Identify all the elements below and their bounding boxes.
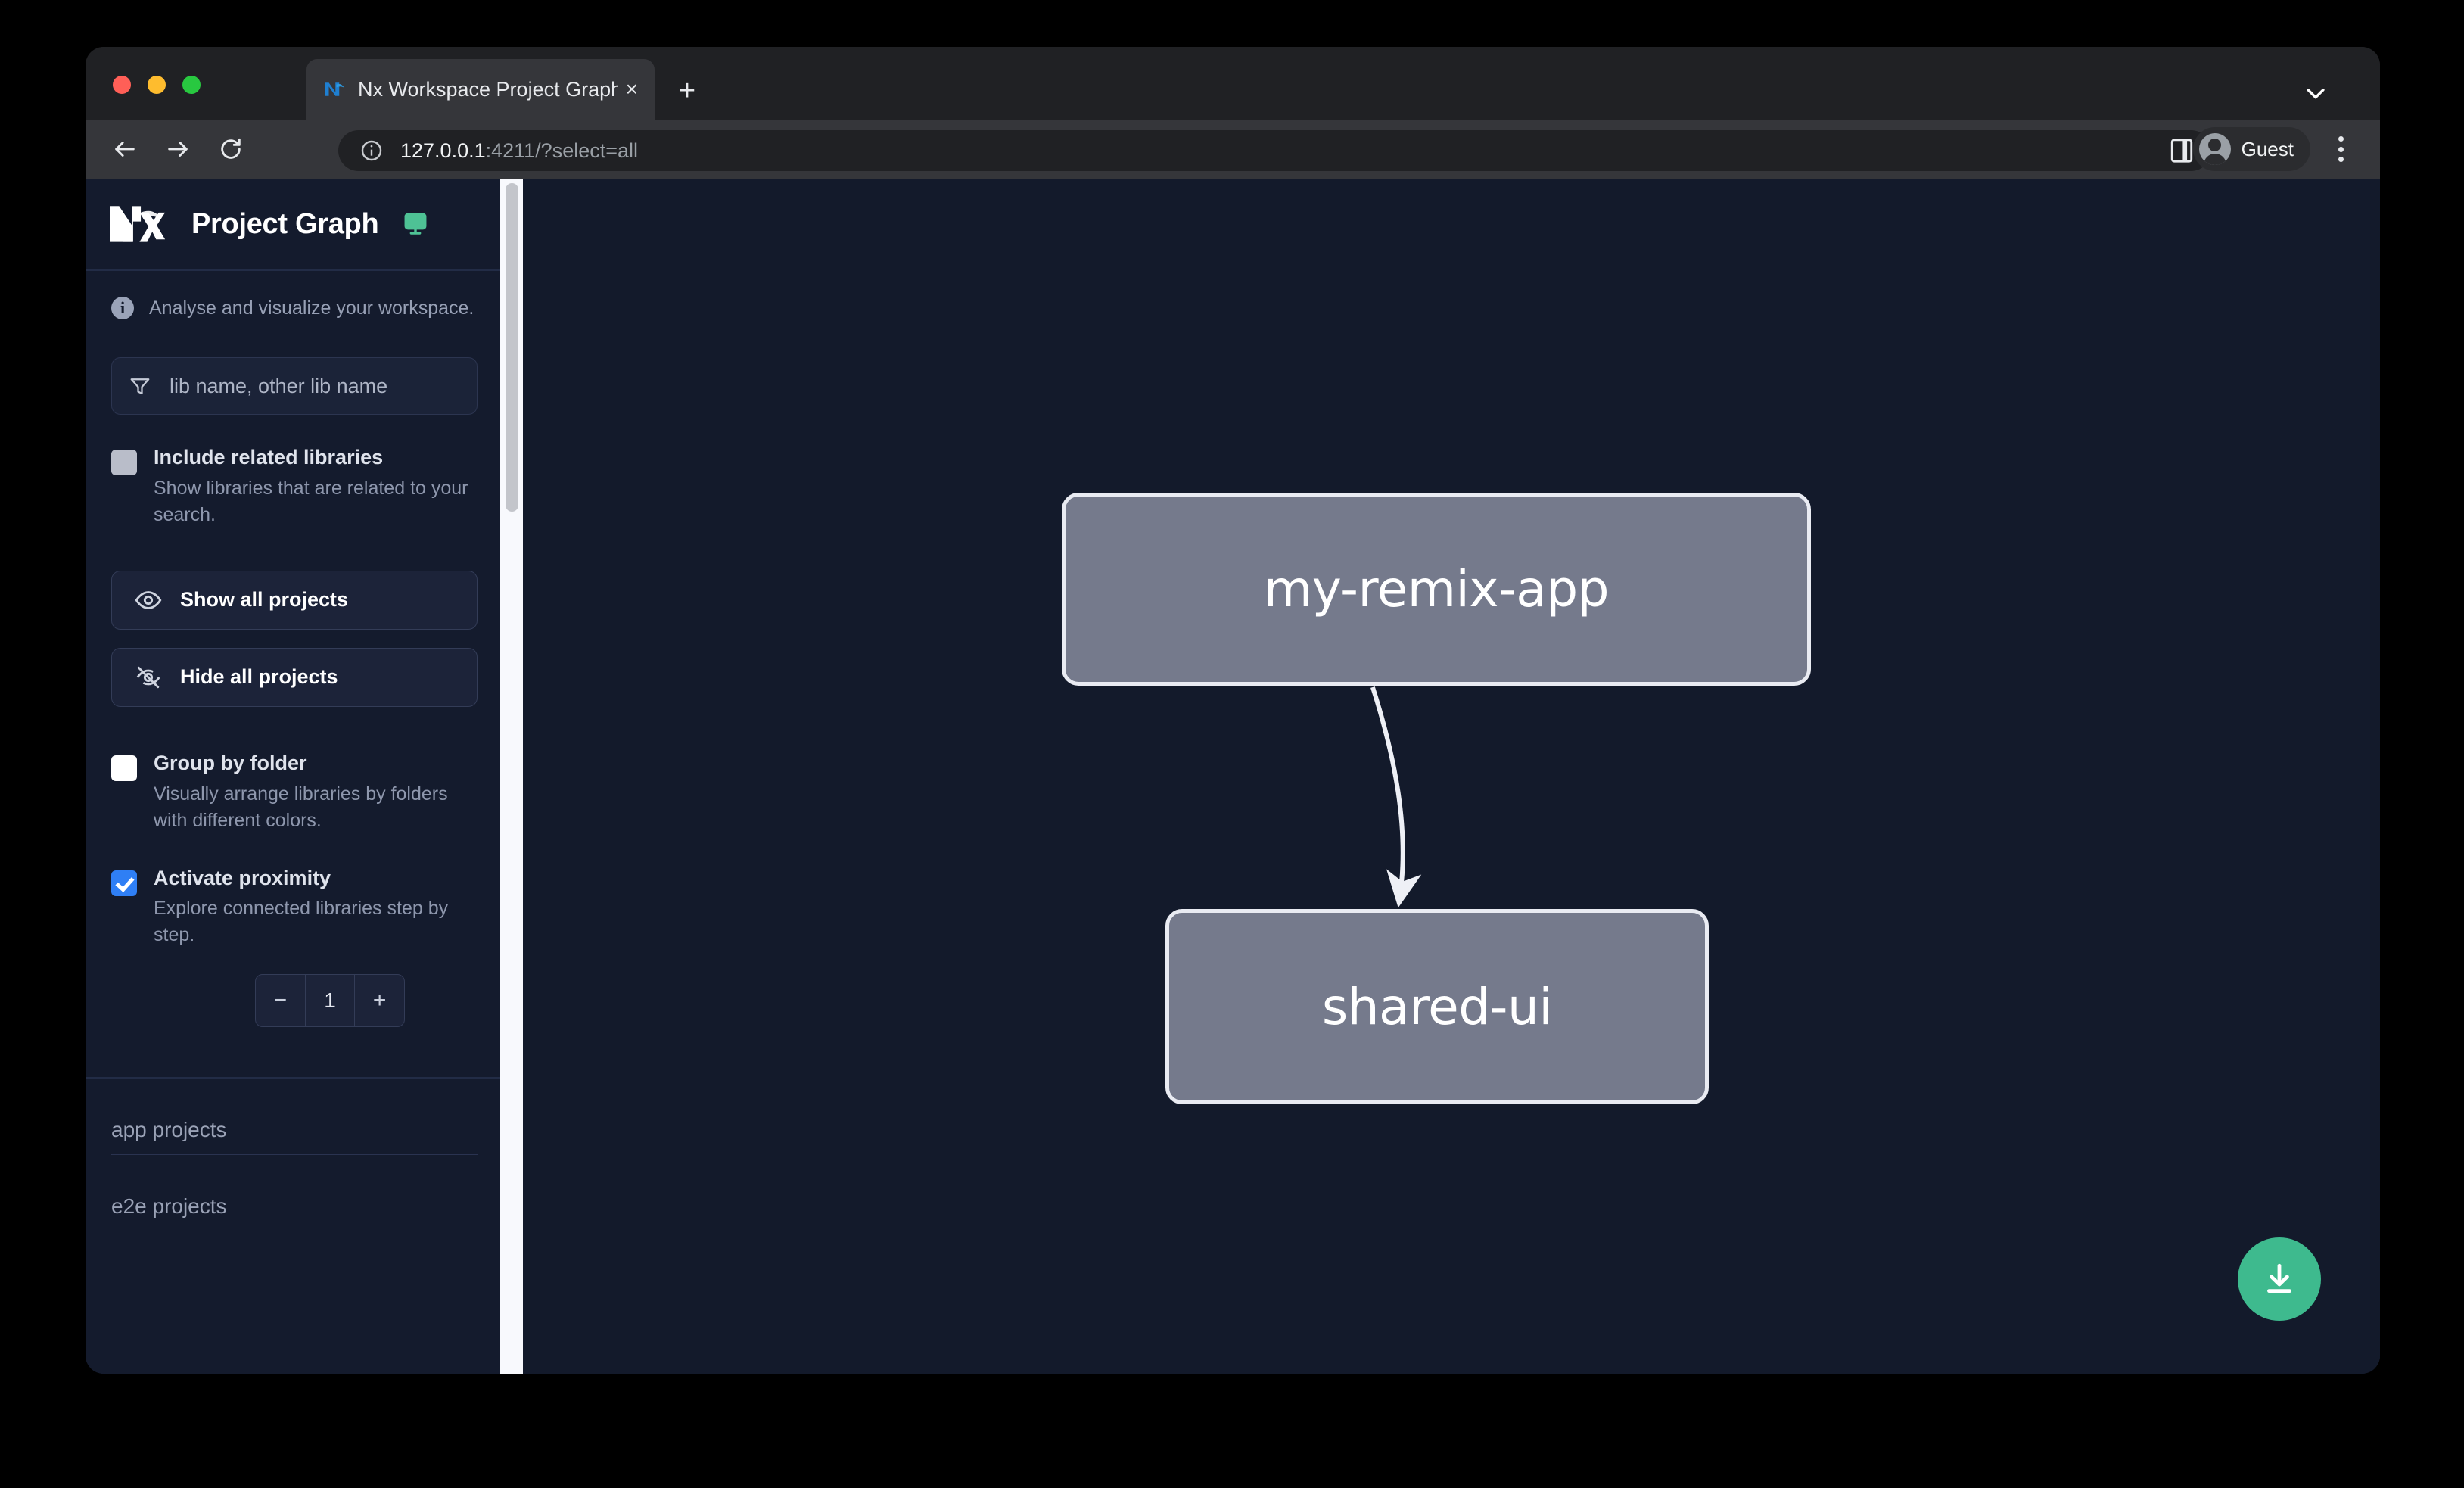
project-group-label: app projects	[111, 1118, 227, 1142]
browser-window: Nx Workspace Project Graph × +	[86, 47, 2380, 1374]
activate-proximity-checkbox[interactable]	[111, 870, 137, 896]
project-group-app[interactable]: app projects	[111, 1079, 478, 1156]
eye-icon	[135, 587, 162, 614]
tagline-row: i Analyse and visualize your workspace.	[86, 271, 500, 319]
sidebar-header: Project Graph	[86, 179, 500, 271]
monitor-icon[interactable]	[403, 211, 428, 237]
avatar	[2198, 133, 2231, 165]
group-by-folder-checkbox[interactable]	[111, 755, 137, 781]
include-related-libraries-checkbox[interactable]	[111, 450, 137, 475]
three-dot-menu-icon[interactable]	[2326, 133, 2356, 165]
omnibox-path: :4211/?select=all	[485, 139, 639, 162]
nx-favicon-icon	[323, 78, 346, 101]
hide-all-projects-label: Hide all projects	[180, 665, 338, 689]
back-arrow-icon[interactable]	[107, 131, 143, 167]
option-body: Group by folder Visually arrange librari…	[154, 751, 471, 834]
project-graph-canvas[interactable]: my-remix-app shared-ui	[502, 179, 2380, 1374]
option-body: Activate proximity Explore connected lib…	[154, 866, 471, 949]
omnibox-host: 127.0.0.1	[400, 139, 486, 162]
proximity-stepper[interactable]: − 1 +	[255, 974, 405, 1028]
close-tab-button[interactable]: ×	[625, 77, 638, 101]
chevron-down-icon[interactable]	[2303, 80, 2329, 106]
sidebar-divider	[86, 1077, 500, 1079]
forward-arrow-icon[interactable]	[160, 131, 196, 167]
window-traffic-lights	[113, 76, 201, 94]
sidebar-scrollbar[interactable]	[500, 179, 523, 1374]
graph-edges	[1370, 686, 1422, 908]
proximity-decrement-button[interactable]: −	[273, 988, 288, 1013]
graph-node-label: my-remix-app	[1263, 560, 1610, 618]
option-include-related-libraries[interactable]: Include related libraries Show libraries…	[86, 445, 500, 528]
omnibox-url: 127.0.0.1:4211/?select=all	[400, 139, 638, 163]
sidebar-scrollbar-thumb[interactable]	[506, 183, 518, 512]
option-description: Explore connected libraries step by step…	[154, 898, 449, 946]
info-icon: i	[111, 297, 134, 319]
filter-placeholder: lib name, other lib name	[170, 374, 388, 397]
filter-funnel-icon	[129, 375, 151, 397]
option-label: Group by folder	[154, 751, 307, 774]
option-description: Show libraries that are related to your …	[154, 477, 468, 525]
download-icon	[2260, 1260, 2298, 1298]
option-group-by-folder[interactable]: Group by folder Visually arrange librari…	[86, 751, 500, 834]
tagline-text: Analyse and visualize your workspace.	[149, 297, 474, 319]
nx-sidebar: Project Graph i Analyse and visualize yo…	[86, 179, 523, 1374]
close-window-button[interactable]	[113, 76, 131, 94]
new-tab-button[interactable]: +	[678, 75, 696, 107]
filter-input[interactable]: lib name, other lib name	[111, 357, 478, 415]
maximize-window-button[interactable]	[182, 76, 201, 94]
option-body: Include related libraries Show libraries…	[154, 445, 471, 528]
profile-name: Guest	[2241, 137, 2294, 160]
download-graph-button[interactable]	[2238, 1237, 2321, 1321]
project-group-e2e[interactable]: e2e projects	[111, 1155, 478, 1232]
option-label: Activate proximity	[154, 866, 331, 889]
info-circle-icon[interactable]	[359, 139, 384, 163]
hide-all-projects-button[interactable]: Hide all projects	[111, 647, 478, 707]
graph-node-my-remix-app[interactable]: my-remix-app	[1062, 493, 1811, 686]
show-all-projects-label: Show all projects	[180, 588, 349, 612]
divider	[111, 1154, 478, 1156]
page-viewport: Project Graph i Analyse and visualize yo…	[86, 179, 2380, 1374]
graph-node-label: shared-ui	[1321, 977, 1553, 1036]
profile-chip[interactable]: Guest	[2192, 127, 2310, 171]
omnibox[interactable]: 127.0.0.1:4211/?select=all	[338, 130, 2211, 171]
graph-node-shared-ui[interactable]: shared-ui	[1165, 909, 1709, 1104]
page-title: Project Graph	[191, 207, 379, 240]
graph-edge-my-remix-app-to-shared-ui	[1370, 686, 1422, 908]
nx-logo-icon	[108, 204, 166, 244]
project-group-label: e2e projects	[111, 1194, 227, 1219]
browser-tab-title: Nx Workspace Project Graph	[358, 77, 618, 101]
browser-toolbar: 127.0.0.1:4211/?select=all Guest	[86, 120, 2380, 179]
proximity-value: 1	[304, 975, 356, 1027]
option-label: Include related libraries	[154, 446, 384, 469]
side-panel-icon[interactable]	[2169, 135, 2195, 167]
browser-tab[interactable]: Nx Workspace Project Graph ×	[306, 59, 655, 120]
reload-icon[interactable]	[213, 131, 249, 167]
proximity-increment-button[interactable]: +	[372, 988, 387, 1013]
option-activate-proximity[interactable]: Activate proximity Explore connected lib…	[86, 866, 500, 949]
minimize-window-button[interactable]	[148, 76, 166, 94]
option-description: Visually arrange libraries by folders wi…	[154, 783, 448, 831]
show-all-projects-button[interactable]: Show all projects	[111, 570, 478, 630]
eye-off-icon	[135, 664, 162, 691]
tab-strip: Nx Workspace Project Graph × +	[86, 47, 2380, 120]
sidebar-scroll-area: i Analyse and visualize your workspace. …	[86, 271, 500, 1374]
